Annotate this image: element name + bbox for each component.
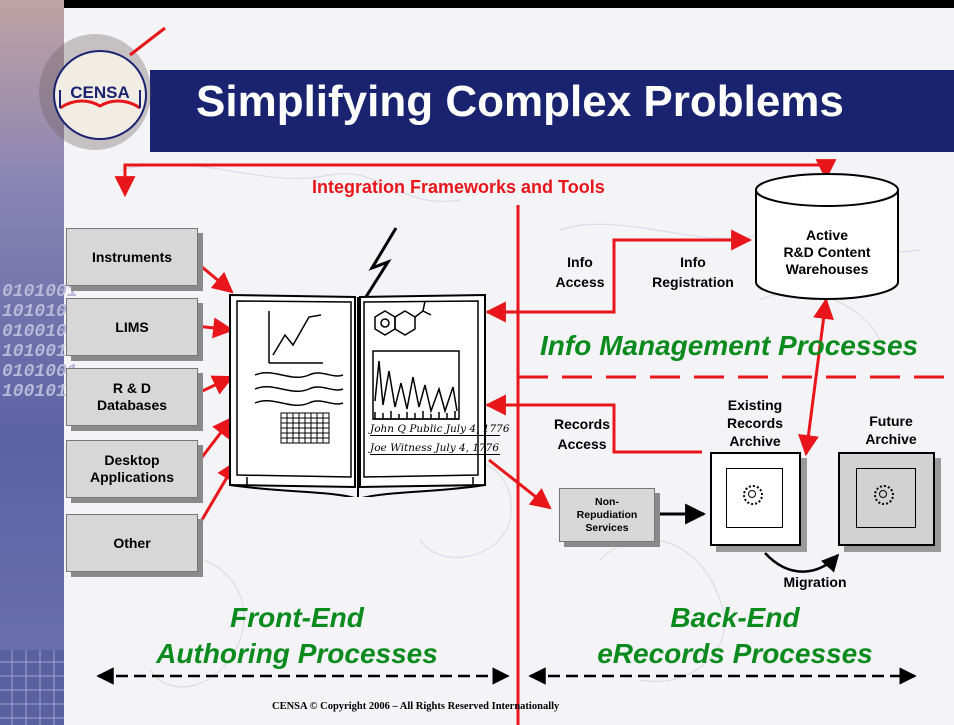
integration-frameworks-label: Integration Frameworks and Tools — [312, 177, 605, 197]
migration-label: Migration — [783, 574, 847, 590]
source-lims: LIMS — [66, 298, 198, 356]
copyright-footer: CENSA © Copyright 2006 – All Rights Rese… — [272, 701, 560, 712]
signature-john: John Q Public July 4, 1776 — [370, 423, 510, 436]
front-end-label: Front-End Authoring Processes — [156, 602, 438, 669]
info-registration-label: Info Registration — [652, 254, 734, 290]
source-desktop-applications: Desktop Applications — [66, 440, 198, 498]
info-access-label: Info Access — [555, 254, 605, 290]
existing-vault-center — [748, 490, 756, 498]
logo-text: CENSA — [70, 83, 130, 102]
lightning-icon — [362, 227, 398, 301]
back-end-label: Back-End eRecords Processes — [597, 602, 873, 669]
future-archive-label: Future Archive — [865, 413, 917, 447]
page-title: Simplifying Complex Problems — [196, 77, 844, 126]
non-repudiation-box: Non- Repudiation Services — [559, 488, 655, 542]
source-other: Other — [66, 514, 198, 572]
future-archive-vault-icon — [874, 485, 894, 505]
warehouse-label: Active R&D Content Warehouses — [783, 227, 871, 277]
records-access-label: Records Access — [553, 416, 611, 452]
warehouse-cylinder — [755, 173, 899, 300]
binary-decoration: 0101001 1010100 0100101 1010010 0101001 … — [2, 282, 78, 402]
source-instruments: Instruments — [66, 228, 198, 286]
source-rd-databases: R & D Databases — [66, 368, 198, 426]
future-archive-inner — [856, 468, 916, 528]
info-management-label: Info Management Processes — [540, 330, 919, 361]
future-vault-center — [879, 490, 887, 498]
existing-archive-label: Existing Records Archive — [726, 397, 784, 449]
existing-archive-vault-icon — [743, 485, 763, 505]
existing-archive-inner — [726, 468, 783, 528]
signature-joe: Joe Witness July 4, 1776 — [370, 442, 500, 455]
notebook-icon — [229, 293, 486, 497]
